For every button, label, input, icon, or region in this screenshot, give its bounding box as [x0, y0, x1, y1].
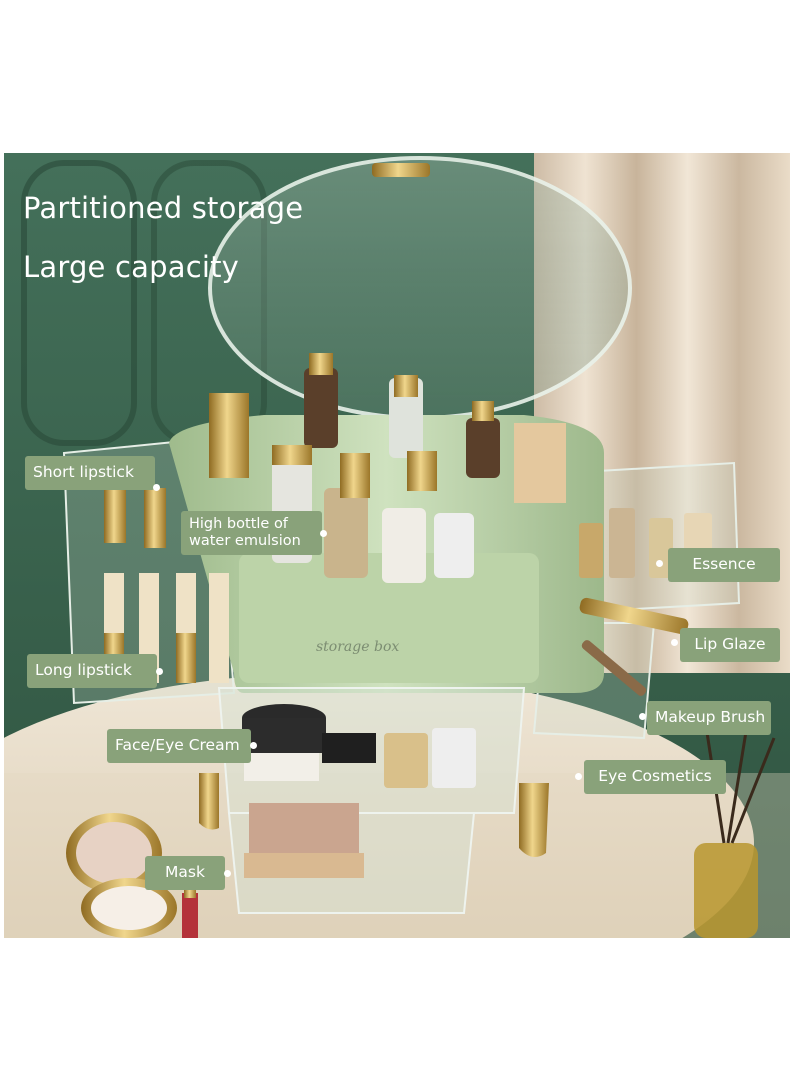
- callout-dot: [320, 530, 327, 537]
- callout-dot: [639, 713, 646, 720]
- callout-dot: [224, 870, 231, 877]
- cream-jars: [242, 704, 476, 788]
- headline-line-1: Partitioned storage: [23, 191, 304, 225]
- callout-dot: [153, 484, 160, 491]
- callout-dot: [656, 560, 663, 567]
- headline-line-2: Large capacity: [23, 250, 240, 284]
- callout-high-bottle: High bottle of water emulsion: [181, 511, 322, 555]
- callout-dot: [156, 668, 163, 675]
- callout-dot: [575, 773, 582, 780]
- callout-lip-glaze: Lip Glaze: [680, 628, 780, 662]
- callout-mask: Mask: [145, 856, 225, 890]
- callout-high-bottle-line2: water emulsion: [189, 533, 301, 549]
- essence-bottles: [579, 508, 712, 696]
- organizer-illustration: storage box: [4, 153, 790, 938]
- callout-dot: [671, 639, 678, 646]
- callout-long-lipstick: Long lipstick: [27, 654, 157, 688]
- product-photo: storage box: [4, 153, 790, 938]
- callout-short-lipstick: Short lipstick: [25, 456, 155, 490]
- callout-makeup-brush: Makeup Brush: [647, 701, 771, 735]
- callout-face-eye-cream: Face/Eye Cream: [107, 729, 251, 763]
- callout-eye-cosmetics: Eye Cosmetics: [584, 760, 726, 794]
- callout-high-bottle-line1: High bottle of: [189, 515, 288, 532]
- callout-dot: [250, 742, 257, 749]
- callout-essence: Essence: [668, 548, 780, 582]
- brand-label: storage box: [316, 639, 399, 655]
